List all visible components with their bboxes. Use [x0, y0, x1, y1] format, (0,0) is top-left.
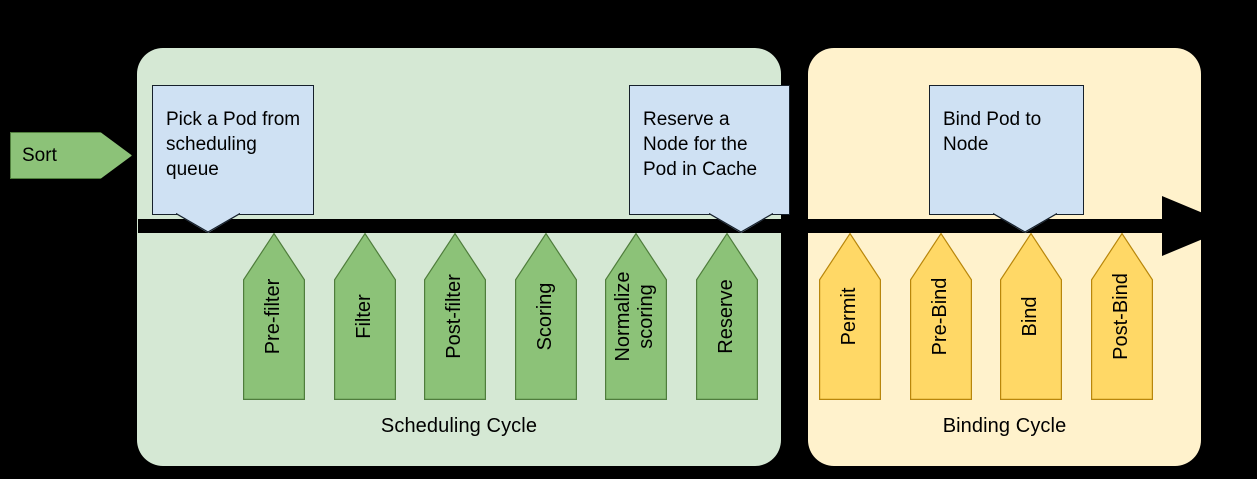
stage-arrow-outline: [1000, 233, 1062, 400]
callout-body: [152, 85, 314, 215]
stage-arrow-reserve[interactable]: Reserve: [696, 233, 758, 400]
callout-tail: [176, 214, 240, 233]
callout-text: Pick a Pod from scheduling queue: [166, 109, 301, 180]
callout-pick-a-pod: Pick a Pod from scheduling queue: [152, 85, 314, 233]
callout-body: [629, 85, 790, 215]
stage-arrow-pre-filter[interactable]: Pre-filter: [243, 233, 305, 400]
stage-arrow-outline: [819, 233, 881, 400]
stage-arrow-filter[interactable]: Filter: [334, 233, 396, 400]
binding-cycle-caption: Binding Cycle: [942, 415, 1067, 437]
stage-arrow-scoring[interactable]: Scoring: [515, 233, 577, 400]
stage-arrow-outline: [243, 233, 305, 400]
stage-arrow-label: Permit: [837, 287, 860, 346]
stage-arrow-label: Filter: [352, 294, 375, 339]
stage-arrow-permit[interactable]: Permit: [819, 233, 881, 400]
stage-arrow-pre-bind[interactable]: Pre-Bind: [910, 233, 972, 400]
stage-arrow-post-filter[interactable]: Post-filter: [424, 233, 486, 400]
stage-arrow-outline: [696, 233, 758, 400]
stage-arrow-outline: [910, 233, 972, 400]
callout-text: Bind Pod to Node: [943, 109, 1042, 155]
stage-arrow-label: Post-Bind: [1109, 273, 1132, 360]
stage-arrow-label: Pre-filter: [261, 278, 284, 355]
callout-tail: [709, 214, 773, 233]
stage-arrow-outline: [1091, 233, 1153, 400]
stage-arrow-label: Normalize scoring: [612, 271, 657, 362]
stage-arrow-label: Pre-Bind: [928, 277, 951, 356]
sort-label: Sort: [22, 144, 57, 166]
stage-arrow-outline: [605, 233, 667, 400]
callout-text: Reserve a Node for the Pod in Cache: [643, 109, 758, 180]
timeline-bar: [138, 219, 1180, 233]
scheduling-cycle-caption: Scheduling Cycle: [380, 415, 538, 437]
stage-arrow-outline: [334, 233, 396, 400]
stage-arrow-normalize-scoring[interactable]: Normalize scoring: [605, 233, 667, 400]
callout-tail: [993, 214, 1057, 233]
stage-arrow-label: Scoring: [533, 282, 556, 351]
stage-arrow-label: Bind: [1018, 296, 1041, 337]
stage-arrow-label: Post-filter: [442, 274, 465, 359]
callout-bind-pod: Bind Pod to Node: [929, 85, 1084, 233]
callout-reserve-node: Reserve a Node for the Pod in Cache: [629, 85, 790, 233]
stage-arrow-outline: [424, 233, 486, 400]
callout-body: [929, 85, 1084, 215]
stage-arrow-post-bind[interactable]: Post-Bind: [1091, 233, 1153, 400]
stage-arrow-label: Reserve: [714, 279, 737, 354]
stage-arrow-bind[interactable]: Bind: [1000, 233, 1062, 400]
stage-arrow-outline: [515, 233, 577, 400]
sort-stage-arrow[interactable]: Sort: [10, 132, 132, 179]
